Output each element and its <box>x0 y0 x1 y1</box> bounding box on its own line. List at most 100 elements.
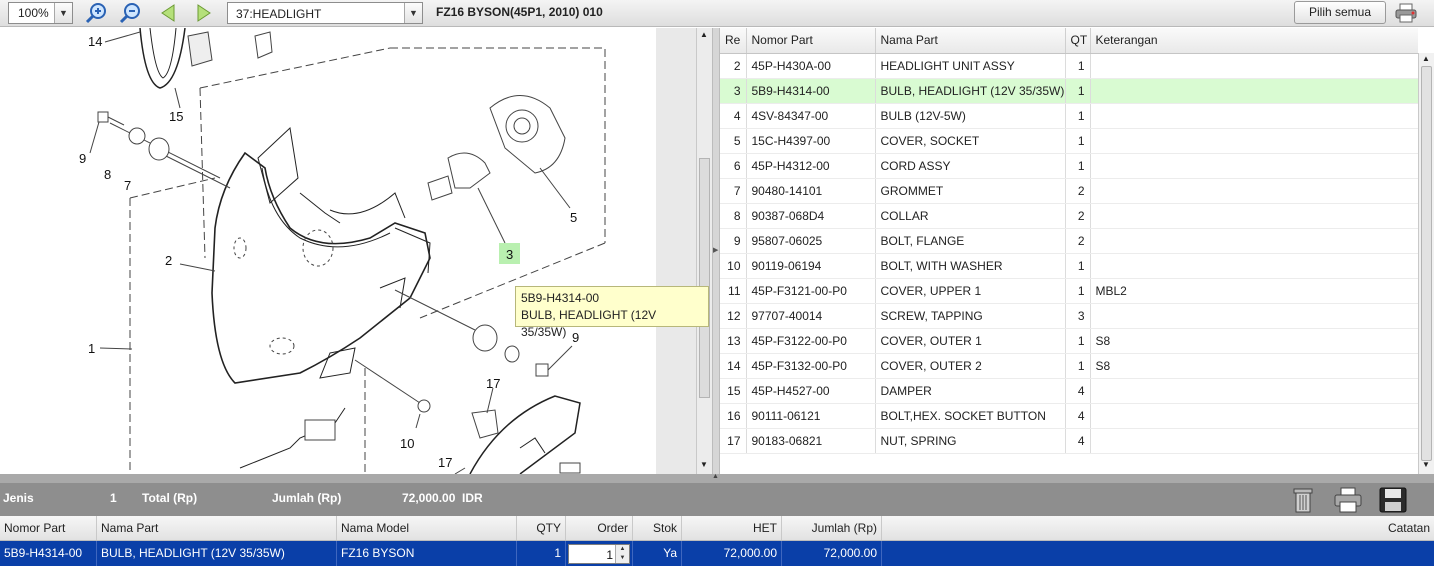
part-name: BULB, HEADLIGHT (12V 35/35W) <box>875 78 1066 104</box>
trash-icon[interactable] <box>1288 486 1318 514</box>
part-qty: 2 <box>1065 178 1091 204</box>
part-number: 4SV-84347-00 <box>746 103 876 129</box>
part-ref: 9 <box>720 228 747 254</box>
part-name: NUT, SPRING <box>875 428 1066 454</box>
part-note <box>1090 403 1418 429</box>
callout-15[interactable]: 15 <box>169 109 183 124</box>
order-col-het[interactable]: HET <box>682 516 782 540</box>
order-cell <box>566 541 633 566</box>
callout-9[interactable]: 9 <box>79 151 86 166</box>
callout-9b[interactable]: 9 <box>572 330 579 345</box>
part-name: BOLT, FLANGE <box>875 228 1066 254</box>
part-qty: 1 <box>1065 328 1091 354</box>
column-header-part-name[interactable]: Nama Part <box>875 28 1066 54</box>
callout-8[interactable]: 8 <box>104 167 111 182</box>
callout-5[interactable]: 5 <box>570 210 577 225</box>
printer-icon[interactable] <box>1333 486 1363 514</box>
callout-3[interactable]: 3 <box>506 247 513 262</box>
arrow-right-icon[interactable] <box>192 2 216 24</box>
order-col-model[interactable]: Nama Model <box>337 516 517 540</box>
order-col-amount[interactable]: Jumlah (Rp) <box>782 516 882 540</box>
toolbar: 100% ▼ 37:HEADLIGHT ▼ FZ16 BYSON(45P1, 2… <box>0 0 1434 27</box>
part-note: S8 <box>1090 353 1418 379</box>
part-qty: 1 <box>1065 278 1091 304</box>
callout-10[interactable]: 10 <box>400 436 414 451</box>
bottom-splitter[interactable]: ▲ <box>0 473 1434 483</box>
part-note <box>1090 228 1418 254</box>
splitter-arrow-icon[interactable]: ▶ <box>713 247 719 254</box>
callout-17[interactable]: 17 <box>486 376 500 391</box>
scroll-down-icon[interactable]: ▼ <box>700 460 708 469</box>
spinner-icon[interactable]: ▲▼ <box>615 545 629 563</box>
callout-1[interactable]: 1 <box>88 341 95 356</box>
panel-splitter[interactable]: ▶ <box>712 28 720 474</box>
column-header-ref[interactable]: Re <box>720 28 747 54</box>
order-col-stock[interactable]: Stok <box>633 516 682 540</box>
scroll-up-icon[interactable]: ▲ <box>700 30 708 39</box>
section-select[interactable]: 37:HEADLIGHT ▼ <box>227 2 423 24</box>
part-ref: 15 <box>720 378 747 404</box>
order-col-notes[interactable]: Catatan <box>1387 521 1430 535</box>
order-notes[interactable] <box>882 541 1434 566</box>
order-quantity-stepper[interactable]: 1 ▲▼ <box>568 544 630 564</box>
order-col-qty[interactable]: QTY <box>517 516 566 540</box>
parts-scrollbar[interactable]: ▲ ▼ <box>1418 53 1434 474</box>
column-header-qty[interactable]: QT <box>1065 28 1091 54</box>
part-name: COVER, OUTER 1 <box>875 328 1066 354</box>
chevron-down-icon[interactable]: ▼ <box>54 3 72 23</box>
scrollbar-thumb[interactable] <box>699 158 710 398</box>
parts-diagram[interactable]: 14 15 9 8 7 2 1 5 3 9 17 10 17 <box>0 28 656 474</box>
splitter-up-icon[interactable]: ▲ <box>712 473 719 480</box>
order-col-order[interactable]: Order <box>566 516 633 540</box>
zoom-select[interactable]: 100% ▼ <box>8 2 73 24</box>
zoom-out-icon[interactable] <box>119 2 143 24</box>
order-quantity-value[interactable]: 1 <box>606 548 613 562</box>
part-number: 45P-F3122-00-P0 <box>746 328 876 354</box>
scroll-up-icon[interactable]: ▲ <box>1422 54 1430 63</box>
arrow-left-icon[interactable] <box>157 2 181 24</box>
part-number: 45P-F3132-00-P0 <box>746 353 876 379</box>
part-note <box>1090 128 1418 154</box>
order-col-part-number[interactable]: Nomor Part <box>0 516 97 540</box>
zoom-in-icon[interactable] <box>85 2 109 24</box>
select-all-button[interactable]: Pilih semua <box>1294 1 1386 24</box>
total-label: Total (Rp) <box>142 491 198 505</box>
column-header-notes[interactable]: Keterangan <box>1090 28 1418 54</box>
chevron-down-icon[interactable]: ▼ <box>404 3 422 23</box>
part-note <box>1090 178 1418 204</box>
callout-2[interactable]: 2 <box>165 253 172 268</box>
scrollbar-thumb[interactable] <box>1421 66 1432 461</box>
part-number: 90387-068D4 <box>746 203 876 229</box>
callout-7[interactable]: 7 <box>124 178 131 193</box>
save-icon[interactable] <box>1378 486 1408 514</box>
callout-14[interactable]: 14 <box>88 34 102 49</box>
printer-icon[interactable] <box>1395 3 1417 23</box>
order-col-part-name[interactable]: Nama Part <box>97 516 337 540</box>
scroll-down-icon[interactable]: ▼ <box>1422 460 1430 469</box>
part-number: 90119-06194 <box>746 253 876 279</box>
part-number: 45P-F3121-00-P0 <box>746 278 876 304</box>
order-row[interactable]: 5B9-H4314-00 BULB, HEADLIGHT (12V 35/35W… <box>0 541 1434 566</box>
callout-17b[interactable]: 17 <box>438 455 452 470</box>
part-name: BOLT,HEX. SOCKET BUTTON <box>875 403 1066 429</box>
column-header-part-number[interactable]: Nomor Part <box>746 28 876 54</box>
diagram-scrollbar[interactable]: ▲ ▼ <box>696 28 712 474</box>
order-summary-bar: Jenis 1 Total (Rp) Jumlah (Rp) 72,000.00… <box>0 483 1434 516</box>
